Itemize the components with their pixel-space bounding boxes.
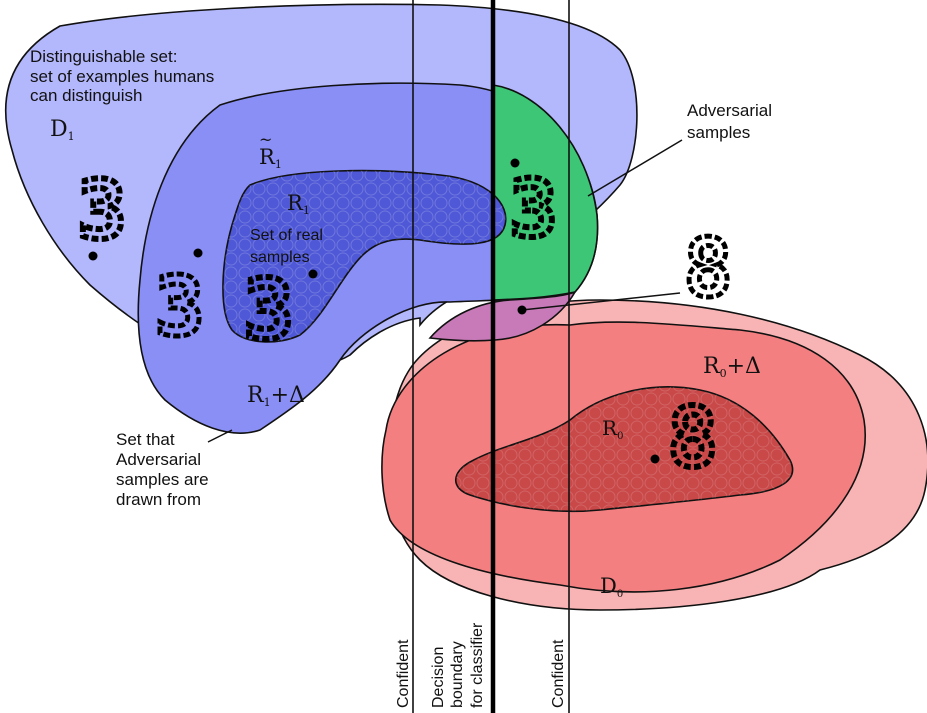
- label-D1: D1: [50, 117, 75, 143]
- tilde-mark: ~: [259, 130, 272, 149]
- eight-pointer-line: [521, 292, 681, 311]
- confident-right-label: Confident: [550, 639, 567, 708]
- set-from-line-1: Set that: [116, 430, 175, 449]
- adversarial-line-1: Adversarial: [687, 101, 772, 120]
- adversarial-line-2: samples: [687, 123, 750, 142]
- sample-dot: [650, 454, 660, 464]
- digit-8-adversarial: 8: [684, 222, 732, 315]
- label-R0-delta: R0+Δ: [703, 354, 761, 380]
- sample-dot: [88, 251, 98, 261]
- real-samples-line-1: Set of real: [250, 227, 323, 244]
- set-from-line-2: Adversarial: [116, 450, 201, 469]
- digit-8-real: 8: [668, 391, 717, 486]
- set-from-pointer-line: [207, 429, 233, 443]
- sample-dot: [193, 248, 203, 258]
- label-R1-tilde: R1: [259, 145, 282, 171]
- decision-boundary-line-1: Decision: [430, 647, 447, 708]
- sample-dot: [510, 158, 520, 168]
- label-R0: R0: [602, 416, 623, 442]
- adversarial-pointer-line: [587, 139, 683, 197]
- distinguishable-set-line-2: set of examples humans: [30, 67, 214, 86]
- digit-3-real: 3: [244, 263, 293, 358]
- distinguishable-set-line-3: can distinguish: [30, 86, 142, 105]
- sample-dot: [517, 305, 527, 315]
- real-samples-line-2: samples: [250, 249, 310, 266]
- set-from-line-3: samples are: [116, 470, 209, 489]
- set-from-line-4: drawn from: [116, 490, 201, 509]
- digit-3-noisy: 3: [78, 164, 126, 257]
- label-R1-delta: R1+Δ: [247, 383, 305, 409]
- confident-left-label: Confident: [395, 639, 412, 708]
- region-overlap-purple: [428, 290, 577, 342]
- region-R1-texture: [222, 170, 506, 342]
- label-D0: D0: [600, 574, 623, 600]
- digit-3-adversarial: 3: [510, 165, 557, 255]
- label-R1: R1: [287, 191, 310, 217]
- decision-boundary-line-3: for classifier: [469, 622, 486, 708]
- decision-boundary-line-2: boundary: [449, 641, 466, 708]
- distinguishable-set-line-1: Distinguishable set:: [30, 47, 177, 66]
- sample-dot: [308, 269, 318, 279]
- digit-3-r1-delta: 3: [155, 260, 204, 355]
- region-R0-texture: [455, 386, 793, 512]
